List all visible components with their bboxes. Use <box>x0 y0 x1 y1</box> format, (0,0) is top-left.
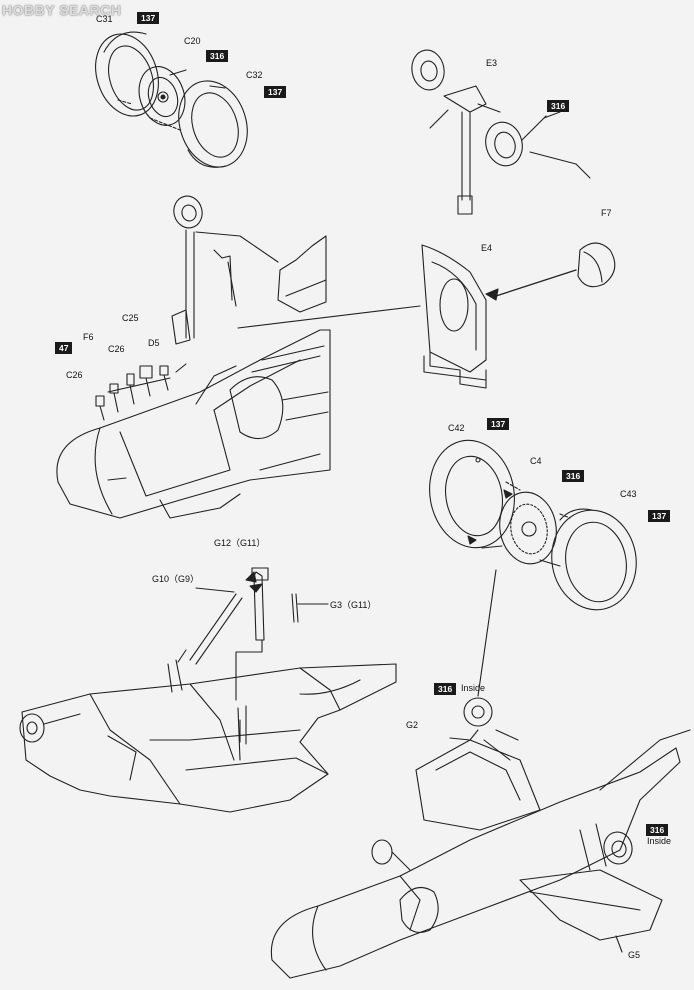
tire-c31 <box>85 26 168 124</box>
label-c32: C32 <box>246 70 263 80</box>
fuselage-underside-left <box>20 650 396 812</box>
wheel-hub-c20 <box>132 61 192 132</box>
label-c26-lower: C26 <box>66 370 83 380</box>
paint-badge-316-e: 316 <box>646 824 669 836</box>
label-f7: F7 <box>601 208 612 218</box>
paint-badge-316-a: 316 <box>206 50 229 62</box>
tire-c43 <box>544 503 644 616</box>
label-g2: G2 <box>406 720 419 730</box>
paint-badge-137-b: 137 <box>264 86 287 98</box>
nose-gear-strut-assembly <box>170 193 278 338</box>
label-c31: C31 <box>96 14 113 24</box>
paint-badge-137-d: 137 <box>648 510 671 522</box>
paint-badge-316-c: 316 <box>562 470 585 482</box>
nose-gear-e3 <box>409 48 590 214</box>
gear-struts-g10-g12-g3 <box>190 568 328 742</box>
label-c42: C42 <box>448 423 465 433</box>
main-wheel-exploded-top-left <box>85 26 257 176</box>
label-c26-upper: C26 <box>108 344 125 354</box>
label-g12: G12（G11） <box>214 538 266 548</box>
watermark: HOBBY SEARCH <box>2 2 122 18</box>
label-g3: G3（G11） <box>330 600 377 610</box>
label-c43: C43 <box>620 489 637 499</box>
fuselage-underside-right <box>271 698 690 978</box>
tire-c42 <box>421 434 522 555</box>
label-c4: C4 <box>530 456 542 466</box>
label-inside-upper: Inside <box>461 683 486 693</box>
label-inside-lower: Inside <box>647 836 672 846</box>
paint-badge-137-a: 137 <box>137 12 160 24</box>
wheel-hub-c4 <box>494 488 562 569</box>
label-g5: G5 <box>628 950 641 960</box>
tire-c32 <box>168 72 258 176</box>
paint-badge-316-b: 316 <box>547 100 570 112</box>
paint-badge-47: 47 <box>55 342 73 354</box>
paint-badge-316-d: 316 <box>434 683 457 695</box>
label-d5: D5 <box>148 338 160 348</box>
label-f6: F6 <box>83 332 94 342</box>
fairing-f7 <box>578 243 615 287</box>
label-e4: E4 <box>481 243 493 253</box>
antenna-parts <box>96 310 190 420</box>
paint-badge-137-c: 137 <box>487 418 510 430</box>
main-wheel-exploded-right <box>421 434 644 696</box>
label-g10: G10（G9） <box>152 574 200 584</box>
forward-fuselage-upper <box>57 236 330 518</box>
door-e4 <box>422 245 486 388</box>
label-c20: C20 <box>184 36 201 46</box>
label-e3: E3 <box>486 58 498 68</box>
label-c25: C25 <box>122 313 139 323</box>
